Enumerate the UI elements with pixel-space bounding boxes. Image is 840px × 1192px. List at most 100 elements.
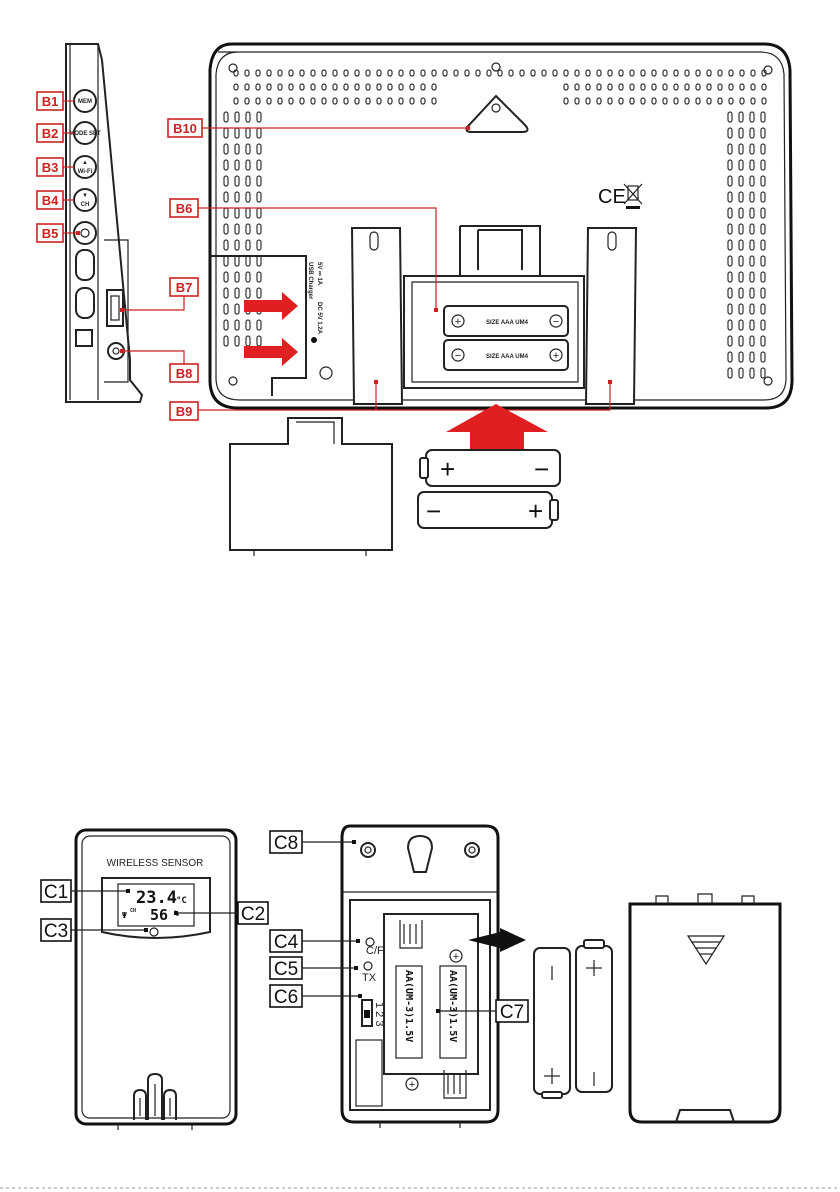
vent-slot [224,272,228,282]
wall-hanger [466,96,527,132]
vent-slot [762,84,766,90]
vent-slot [257,288,261,298]
vent-slot [377,84,381,90]
vent-slot [257,192,261,202]
vent-slot [751,98,755,104]
vent-slot [257,256,261,266]
vent-slot [246,176,250,186]
svg-text:+: + [440,454,455,484]
vent-slot [235,304,239,314]
up-arrow-icon: ▲ [82,160,88,166]
power-icon [81,229,89,237]
vent-slot [366,84,370,90]
vent-slot [619,84,623,90]
vent-slot [739,208,743,218]
vent-slot [608,98,612,104]
vent-slot [707,70,711,76]
vent-slot [246,128,250,138]
vent-slot [761,176,765,186]
vent-slot [235,144,239,154]
vent-slot [619,98,623,104]
vent-slot [235,256,239,266]
vent-slot [344,84,348,90]
label-c5: C5 [270,957,358,980]
vent-slot [586,70,590,76]
vent-slot [761,128,765,138]
vent-slot [608,84,612,90]
vent-slot [246,336,250,346]
vent-slot [740,84,744,90]
vent-slot [564,98,568,104]
vent-slot [674,70,678,76]
vent-slot [728,208,732,218]
battery-cover [230,418,392,556]
vent-slot [729,70,733,76]
usb-charger-label: USB Charger [307,262,313,300]
svg-text:C7: C7 [500,1002,524,1023]
vent-slot [246,320,250,330]
vent-slot [750,320,754,330]
vent-slot [739,304,743,314]
battery-door-latch [460,226,540,276]
vent-slot [235,272,239,282]
tx-button[interactable] [364,962,372,970]
vent-slot [399,70,403,76]
vent-slot [355,70,359,76]
vent-slot [235,192,239,202]
vent-slot [685,98,689,104]
vent-slot [388,84,392,90]
vent-slot [750,336,754,346]
vent-slot [224,192,228,202]
svg-text:−: − [455,350,461,362]
svg-text:+: + [553,350,559,362]
label-b3: B3 [37,158,74,176]
svg-text:B6: B6 [176,201,193,216]
vent-slot [740,98,744,104]
label-c4: C4 [270,930,360,953]
stand-leg-right [586,228,636,404]
vent-slot [608,70,612,76]
vent-slot [267,84,271,90]
mem-button-label: MEM [78,99,92,105]
sensor-title: WIRELESS SENSOR [107,858,204,869]
vent-slot [663,70,667,76]
vent-slot [597,98,601,104]
vent-slot [224,336,228,346]
vent-slot [728,368,732,378]
vent-slot [322,70,326,76]
sensor-channel-label: CH [130,908,136,914]
svg-text:+: + [528,496,543,526]
vent-slot [235,112,239,122]
vent-slot [728,240,732,250]
vent-slot [761,336,765,346]
vent-slot [257,240,261,250]
vent-slot [246,272,250,282]
svg-text:C1: C1 [44,882,68,903]
vent-slot [257,176,261,186]
label-b5: B5 [37,224,80,242]
vent-slot [443,70,447,76]
sensor-temp-unit: °C [176,896,187,906]
vent-slot [421,98,425,104]
aa-battery-loose-1 [534,948,570,1098]
vent-slot [344,98,348,104]
vent-slot [761,320,765,330]
vent-slot [652,70,656,76]
vent-slot [246,160,250,170]
vent-slot [224,112,228,122]
vent-slot [761,288,765,298]
weee-icon [624,184,642,209]
cf-label: C/F [366,945,384,957]
vent-slot [235,176,239,186]
vent-slot [256,70,260,76]
usb-spec-label: 5V ⎓ 1A [316,262,322,286]
label-c2: C2 [174,902,268,925]
svg-text:C2: C2 [241,904,265,925]
vent-slot [630,84,634,90]
svg-text:+: + [455,316,461,328]
vent-slot [750,256,754,266]
vent-slot [235,160,239,170]
channel-switch-label: 1 2 3 [373,1002,385,1026]
vent-slot [728,112,732,122]
vent-slot [586,98,590,104]
